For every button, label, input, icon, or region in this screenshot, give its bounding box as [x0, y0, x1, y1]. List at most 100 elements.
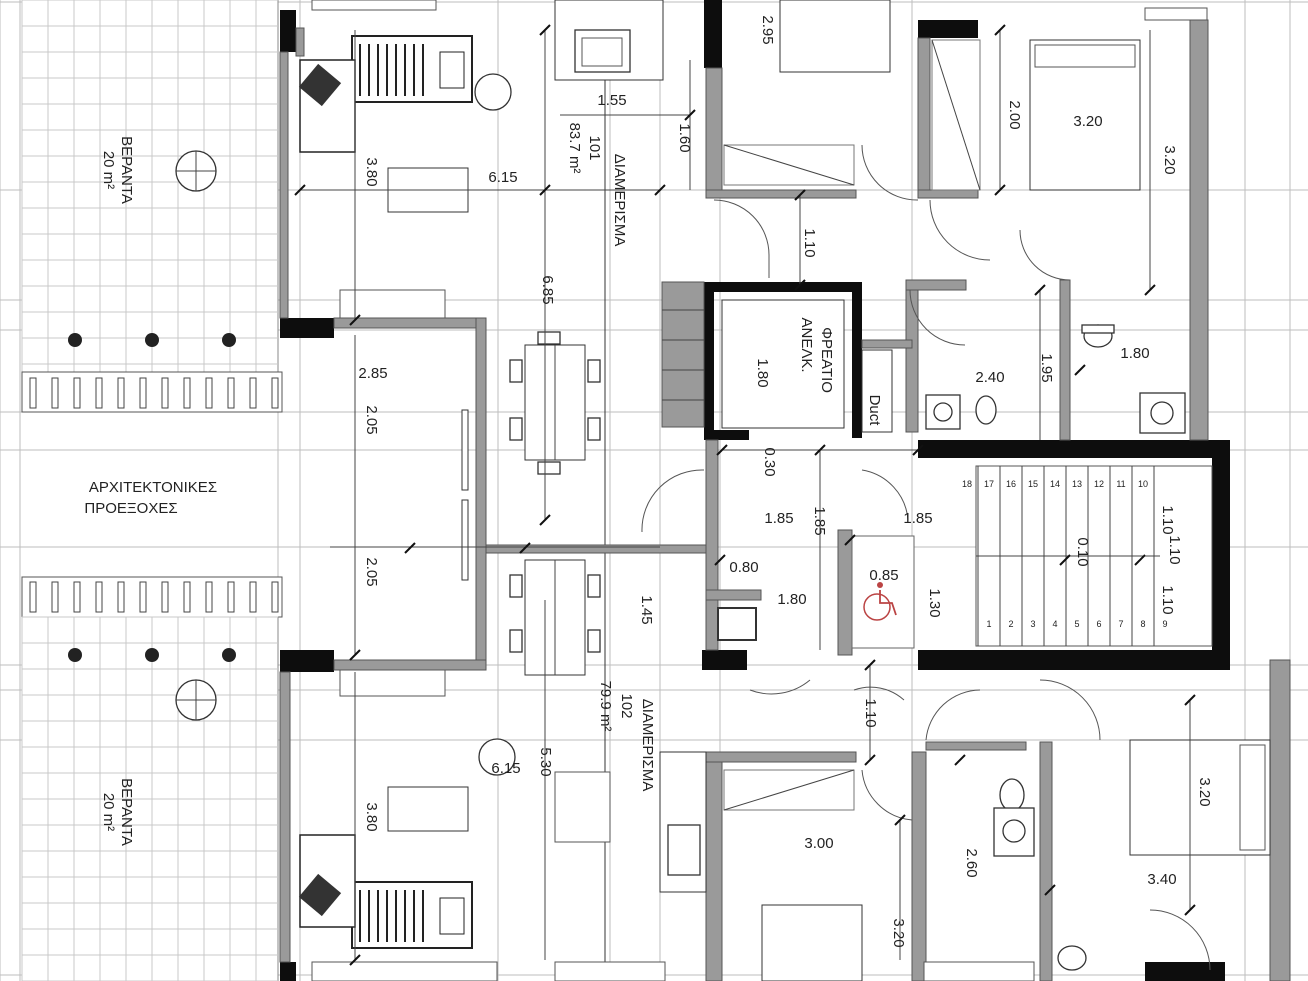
- svg-text:0.85: 0.85: [869, 567, 898, 584]
- stair-step-number: 18: [962, 479, 972, 489]
- svg-text:1.80: 1.80: [754, 358, 771, 387]
- shower: [723, 144, 855, 186]
- svg-text:ΔΙΑΜΕΡΙΣΜΑ: ΔΙΑΜΕΡΙΣΜΑ: [639, 699, 656, 792]
- svg-text:6.85: 6.85: [539, 275, 556, 304]
- dimension-lines: [300, 30, 1191, 960]
- structural-walls: [280, 0, 1230, 981]
- wardrobe: [339, 289, 446, 319]
- dimension-ticks: [294, 24, 1196, 966]
- toilet-icon: [999, 778, 1025, 812]
- partition-walls: [279, 19, 1291, 981]
- svg-text:ΒΕΡΑΝΤΑ: ΒΕΡΑΝΤΑ: [118, 136, 135, 204]
- svg-text:2.40: 2.40: [975, 369, 1004, 386]
- svg-text:1.55: 1.55: [597, 92, 626, 109]
- balcony-bottom: [21, 576, 283, 981]
- stair-step-number: 9: [1162, 619, 1167, 629]
- desk: [387, 786, 469, 832]
- bed-icon: [298, 35, 473, 153]
- stair-step-number: 14: [1050, 479, 1060, 489]
- svg-text:3.00: 3.00: [804, 835, 833, 852]
- elevator-shaft: [661, 281, 893, 433]
- dimension-labels: 1.55 3.20 6.15 2.40 1.80 2.85 1.85 1.85 …: [358, 92, 1176, 888]
- svg-text:ΒΕΡΑΝΤΑ: ΒΕΡΑΝΤΑ: [118, 778, 135, 846]
- svg-text:1.10: 1.10: [862, 698, 879, 727]
- svg-text:1.10: 1.10: [801, 228, 818, 257]
- door-swings: [641, 144, 1211, 971]
- svg-text:5.30: 5.30: [537, 747, 554, 776]
- small-closet: [717, 607, 757, 641]
- svg-text:1.95: 1.95: [1038, 353, 1055, 382]
- svg-text:1.80: 1.80: [777, 591, 806, 608]
- svg-text:1.10: 1.10: [1159, 585, 1176, 614]
- svg-text:6.15: 6.15: [491, 760, 520, 777]
- svg-text:1.45: 1.45: [638, 595, 655, 624]
- plant-icon: [175, 150, 217, 192]
- svg-text:0.30: 0.30: [761, 447, 778, 476]
- svg-text:ΠΡΟΕΞΟΧΕΣ: ΠΡΟΕΞΟΧΕΣ: [84, 500, 177, 517]
- bed-icon: [779, 0, 891, 73]
- stair-step-number: 11: [1116, 479, 1125, 489]
- svg-text:20 m²: 20 m²: [100, 793, 117, 831]
- dining-table-icon: [509, 559, 601, 676]
- cabinet: [554, 771, 611, 843]
- svg-text:ΑΡΧΙΤΕΚΤΟΝΙΚΕΣ: ΑΡΧΙΤΕΚΤΟΝΙΚΕΣ: [89, 479, 217, 496]
- svg-text:3.20: 3.20: [890, 918, 907, 947]
- stair-step-number: 16: [1006, 479, 1016, 489]
- balcony-chairs: [68, 333, 236, 662]
- svg-text:2.95: 2.95: [759, 15, 776, 44]
- svg-text:1.80: 1.80: [1120, 345, 1149, 362]
- svg-text:20 m²: 20 m²: [100, 151, 117, 189]
- architectural-projections-label: ΑΡΧΙΤΕΚΤΟΝΙΚΕΣ ΠΡΟΕΞΟΧΕΣ: [84, 479, 217, 517]
- svg-text:1.85: 1.85: [764, 510, 793, 527]
- svg-text:1.60: 1.60: [676, 123, 693, 152]
- bed-icon: [761, 904, 863, 981]
- dimension-labels-vertical: 2.95 1.60 2.00 3.20 3.80 1.10 6.85 1.80 …: [363, 15, 1213, 947]
- svg-text:2.05: 2.05: [363, 405, 380, 434]
- shower: [723, 769, 855, 811]
- toilet-icon: [1081, 324, 1115, 348]
- stair-step-number: 15: [1028, 479, 1038, 489]
- plant-icon: [478, 738, 516, 776]
- balcony-top: [21, 0, 283, 413]
- wheelchair-icon: [863, 582, 897, 621]
- sink-icon: [925, 394, 961, 430]
- stair-step-number: 6: [1096, 619, 1101, 629]
- dining-table-icon: [509, 331, 601, 475]
- svg-text:3.40: 3.40: [1147, 871, 1176, 888]
- svg-text:3.80: 3.80: [363, 157, 380, 186]
- svg-text:0.10: 0.10: [1074, 537, 1091, 566]
- svg-text:102: 102: [618, 693, 635, 718]
- stair-step-number: 1: [986, 619, 991, 629]
- kitchen-counter-top: [554, 0, 664, 81]
- wardrobe: [339, 669, 446, 697]
- stair-step-number: 10: [1138, 479, 1148, 489]
- svg-text:2.60: 2.60: [963, 848, 980, 877]
- svg-text:2.05: 2.05: [363, 557, 380, 586]
- stair-step-number: 5: [1074, 619, 1079, 629]
- svg-text:2.00: 2.00: [1006, 100, 1023, 129]
- svg-text:2.85: 2.85: [358, 365, 387, 382]
- sink-icon: [993, 807, 1035, 857]
- stair-step-number: 4: [1052, 619, 1057, 629]
- svg-text:6.15: 6.15: [488, 169, 517, 186]
- stair-step-number: 13: [1072, 479, 1082, 489]
- apartment-101-label: ΔΙΑΜΕΡΙΣΜΑ 101 83.7 m²: [566, 123, 628, 247]
- svg-text:83.7 m²: 83.7 m²: [566, 123, 583, 174]
- plant-icon: [175, 679, 217, 721]
- svg-text:ΑΝΕΛΚ.: ΑΝΕΛΚ.: [798, 317, 815, 372]
- windows: [311, 0, 1208, 981]
- bed-icon: [1129, 739, 1271, 856]
- stair-step-number: 17: [984, 479, 994, 489]
- balcony-bottom-label: ΒΕΡΑΝΤΑ 20 m²: [100, 778, 135, 846]
- stair-step-number: 8: [1140, 619, 1145, 629]
- stair-step-number: 3: [1030, 619, 1035, 629]
- stair-step-number: 7: [1118, 619, 1123, 629]
- kitchen-counter-bottom: [659, 751, 707, 893]
- svg-text:79.9 m²: 79.9 m²: [597, 681, 614, 732]
- svg-text:3.80: 3.80: [363, 802, 380, 831]
- shower: [931, 39, 981, 191]
- sink-icon: [1139, 392, 1186, 434]
- svg-text:1.10: 1.10: [1166, 535, 1183, 564]
